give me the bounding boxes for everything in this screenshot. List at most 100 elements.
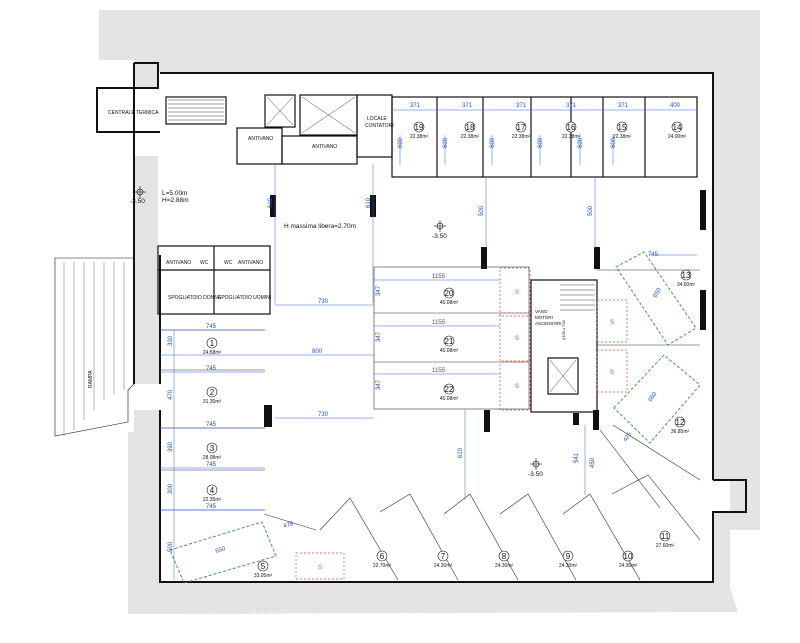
parking-space-9: 924.30m² <box>559 550 578 569</box>
space-number-circle <box>443 335 455 347</box>
space-number-circle <box>671 121 683 133</box>
dim-450: 450 <box>590 457 596 468</box>
level-2: -3.50 <box>432 233 447 240</box>
parking-space-7: 724.30m² <box>434 550 453 569</box>
dim-600-d: 600 <box>538 137 544 148</box>
space-number: 4 <box>210 486 215 495</box>
dim-541: 541 <box>574 452 580 463</box>
space-number-circle <box>206 386 218 398</box>
space-area: 22.38m² <box>613 134 632 140</box>
space-number: 16 <box>567 123 576 132</box>
dim-600-b: 600 <box>443 137 449 148</box>
space-area: 22.38m² <box>410 134 429 140</box>
space-area: 22.70m² <box>373 563 392 569</box>
dim-745-d: 745 <box>206 462 217 468</box>
space-number: 14 <box>673 123 682 132</box>
space-number-circle <box>515 121 527 133</box>
inner-walls <box>157 94 698 413</box>
space-area: 33.05m² <box>254 573 273 579</box>
space-number-circle <box>206 484 218 496</box>
dim-745-f: 745 <box>648 252 659 258</box>
space-area: 24.30m² <box>495 563 514 569</box>
space-area: 36.85m² <box>671 429 690 435</box>
label-motori: MOTORI <box>535 315 553 320</box>
label-ascensori: ASCENSORI <box>535 321 562 326</box>
dim-600-e: 600 <box>578 137 584 148</box>
parking-space-5: 533.05m² <box>254 560 273 579</box>
ramp-stripes <box>63 262 125 436</box>
level-3: -3.50 <box>528 471 543 478</box>
ramp-area <box>54 257 135 437</box>
dim-347-b: 347 <box>376 331 382 342</box>
note-height: H massima libera=2.70m <box>284 223 356 230</box>
space-number-circle <box>622 550 634 562</box>
space-number: 19 <box>415 123 424 132</box>
dim-371-a: 371 <box>410 103 421 109</box>
dim-400: 400 <box>670 103 681 109</box>
label-rampa: RAMPA <box>88 370 94 388</box>
space-area: 22.38m² <box>562 134 581 140</box>
dim-330: 330 <box>168 335 174 346</box>
space-area: 40.08m² <box>440 348 459 354</box>
dim-730-b: 730 <box>318 412 329 418</box>
space-area: 31.30m² <box>203 399 222 405</box>
dim-500-c: 500 <box>168 541 174 552</box>
space-number-circle <box>257 560 269 572</box>
parking-space-6: 622.70m² <box>373 550 392 569</box>
floor-area <box>134 73 730 582</box>
dim-730-a: 730 <box>318 299 329 305</box>
s-label-2: S <box>515 336 519 342</box>
space-number-circle <box>616 121 628 133</box>
dim-478: 478 <box>283 521 295 530</box>
label-vano: VANO <box>535 309 548 314</box>
space-number: 20 <box>445 289 454 298</box>
space-number: 15 <box>618 123 627 132</box>
dim-371-d: 371 <box>566 103 577 109</box>
space-number-circle <box>206 442 218 454</box>
note-ramp-h: H=2.88m <box>162 197 189 204</box>
dim-660: 660 <box>648 391 659 403</box>
red-markings <box>295 267 628 580</box>
parking-spaces: 124.58m² 231.30m² 328.08m² 4 22.35m² 533.05m²… <box>203 121 696 579</box>
dim-347-c: 347 <box>376 379 382 390</box>
space-number-circle <box>206 337 218 349</box>
dimension-labels: 371 371 371 371 371 400 600 600 600 600 … <box>168 103 681 555</box>
dim-425: 425 <box>623 431 634 443</box>
dim-610-a: 610 <box>268 197 274 208</box>
dim-610-c: 610 <box>458 447 464 458</box>
parking-space-2: 231.30m² <box>203 386 222 405</box>
dim-650-b: 650 <box>653 287 664 299</box>
space-area: 22.35m² <box>203 497 222 503</box>
label-spogliatoio-uomini: SPOGLIATOIO UOMINI <box>218 295 271 301</box>
dim-1155-b: 1155 <box>432 320 446 326</box>
dim-1155-a: 1155 <box>432 274 446 280</box>
parking-space-4: 4 22.35m² <box>203 484 222 503</box>
green-markings <box>169 251 701 584</box>
parking-space-15: 15 22.38m² <box>613 121 632 140</box>
parking-space-12: 12 36.85m² <box>671 416 690 435</box>
space-number-circle <box>437 550 449 562</box>
s-label-4: S <box>610 320 614 326</box>
space-number-circle <box>443 383 455 395</box>
space-number: 12 <box>676 418 685 427</box>
space-number-circle <box>562 550 574 562</box>
dim-470: 470 <box>168 389 174 400</box>
space-number-circle <box>680 269 692 281</box>
s-label-1: S <box>515 290 519 296</box>
dim-745-a: 745 <box>206 324 217 330</box>
space-area: 22.38m² <box>461 134 480 140</box>
parking-space-3: 328.08m² <box>203 442 222 461</box>
space-area: 28.08m² <box>203 455 222 461</box>
space-number: 1 <box>210 339 215 348</box>
label-wc-2: WC <box>224 260 233 266</box>
label-locale: LOCALE <box>367 116 387 122</box>
space-number-circle <box>674 416 686 428</box>
space-number: 13 <box>682 271 691 280</box>
parking-space-1: 124.58m² <box>203 337 222 356</box>
